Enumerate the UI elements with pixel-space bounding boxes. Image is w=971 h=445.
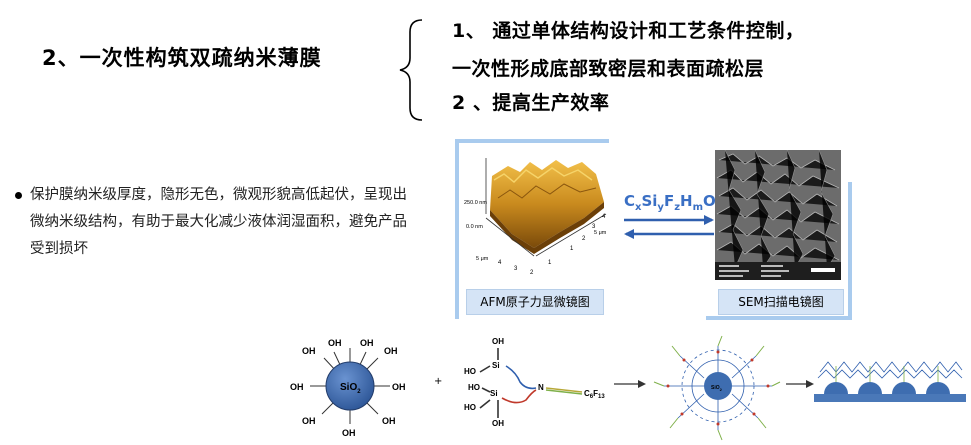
oh-label: OH bbox=[328, 338, 342, 348]
c6f13-label: C6F13 bbox=[584, 389, 605, 400]
oh-label: OH bbox=[342, 428, 356, 438]
reaction-arrow-icon bbox=[786, 380, 814, 388]
afm-x-tick: 3 bbox=[514, 266, 518, 272]
bullet-icon bbox=[15, 192, 22, 199]
oh-label: OH bbox=[302, 416, 316, 426]
oh-label: OH bbox=[382, 416, 396, 426]
n-label: N bbox=[538, 383, 544, 392]
afm-y-tick: 1 bbox=[570, 246, 574, 252]
afm-surface-image: 250.0 nm 0.0 nm 5 μm 5 μm 4 3 2 1 4 3 2 … bbox=[464, 148, 610, 278]
sem-surface-image bbox=[715, 150, 841, 280]
afm-y-unit: 5 μm bbox=[594, 230, 607, 236]
afm-y-tick: 2 bbox=[582, 236, 586, 242]
afm-x-unit: 5 μm bbox=[476, 256, 489, 262]
afm-z-top-label: 250.0 nm bbox=[464, 200, 487, 206]
point-1-continued: 一次性形成底部致密层和表面疏松层 bbox=[452, 58, 765, 80]
afm-y-tick: 3 bbox=[592, 224, 596, 230]
sem-caption: SEM扫描电镜图 bbox=[718, 289, 844, 315]
sio2-label: SiO2 bbox=[340, 382, 361, 395]
ho-label: HO bbox=[468, 383, 480, 392]
afm-caption: AFM原子力显微镜图 bbox=[466, 289, 604, 315]
silane-molecule-diagram: OH Si HO HO Si HO OH N C6F13 bbox=[464, 337, 605, 428]
si-label: Si bbox=[492, 361, 500, 370]
point-1: 1、 通过单体结构设计和工艺条件控制， bbox=[452, 20, 805, 42]
ho-label: HO bbox=[464, 367, 476, 376]
afm-x-tick: 1 bbox=[548, 260, 552, 266]
brace-icon bbox=[399, 19, 423, 121]
point-2: 2 、提高生产效率 bbox=[452, 92, 610, 114]
oh-label: OH bbox=[492, 337, 504, 346]
oh-label: OH bbox=[392, 382, 406, 392]
section-heading: 2、一次性构筑双疏纳米薄膜 bbox=[42, 46, 322, 70]
afm-frame bbox=[455, 139, 609, 319]
oh-label: OH bbox=[384, 346, 398, 356]
coated-substrate-diagram bbox=[814, 361, 966, 402]
bullet-text: 保护膜纳米级厚度，隐形无色，微观形貌高低起伏，呈现出微纳米级结构，有助于最大化减… bbox=[30, 187, 407, 257]
reversible-arrow-icon bbox=[624, 215, 714, 239]
reaction-arrow-icon bbox=[614, 380, 646, 388]
afm-z-bottom-label: 0.0 nm bbox=[466, 224, 483, 230]
plus-sign: + bbox=[434, 376, 443, 387]
ho-label: HO bbox=[464, 403, 476, 412]
functionalized-particle-diagram: SiO2 bbox=[653, 335, 781, 441]
sio2-label: SiO2 bbox=[711, 385, 723, 392]
afm-x-tick: 2 bbox=[530, 270, 534, 276]
sem-frame bbox=[706, 182, 852, 320]
oh-label: OH bbox=[492, 419, 504, 428]
afm-x-tick: 4 bbox=[498, 260, 502, 266]
oh-label: OH bbox=[360, 338, 374, 348]
oh-label: OH bbox=[302, 346, 316, 356]
si-label: Si bbox=[490, 389, 498, 398]
afm-y-tick: 4 bbox=[602, 214, 606, 220]
sio2-particle-diagram: SiO2 OH OH OH OH OH OH OH OH OH bbox=[290, 338, 406, 438]
oh-label: OH bbox=[290, 382, 304, 392]
